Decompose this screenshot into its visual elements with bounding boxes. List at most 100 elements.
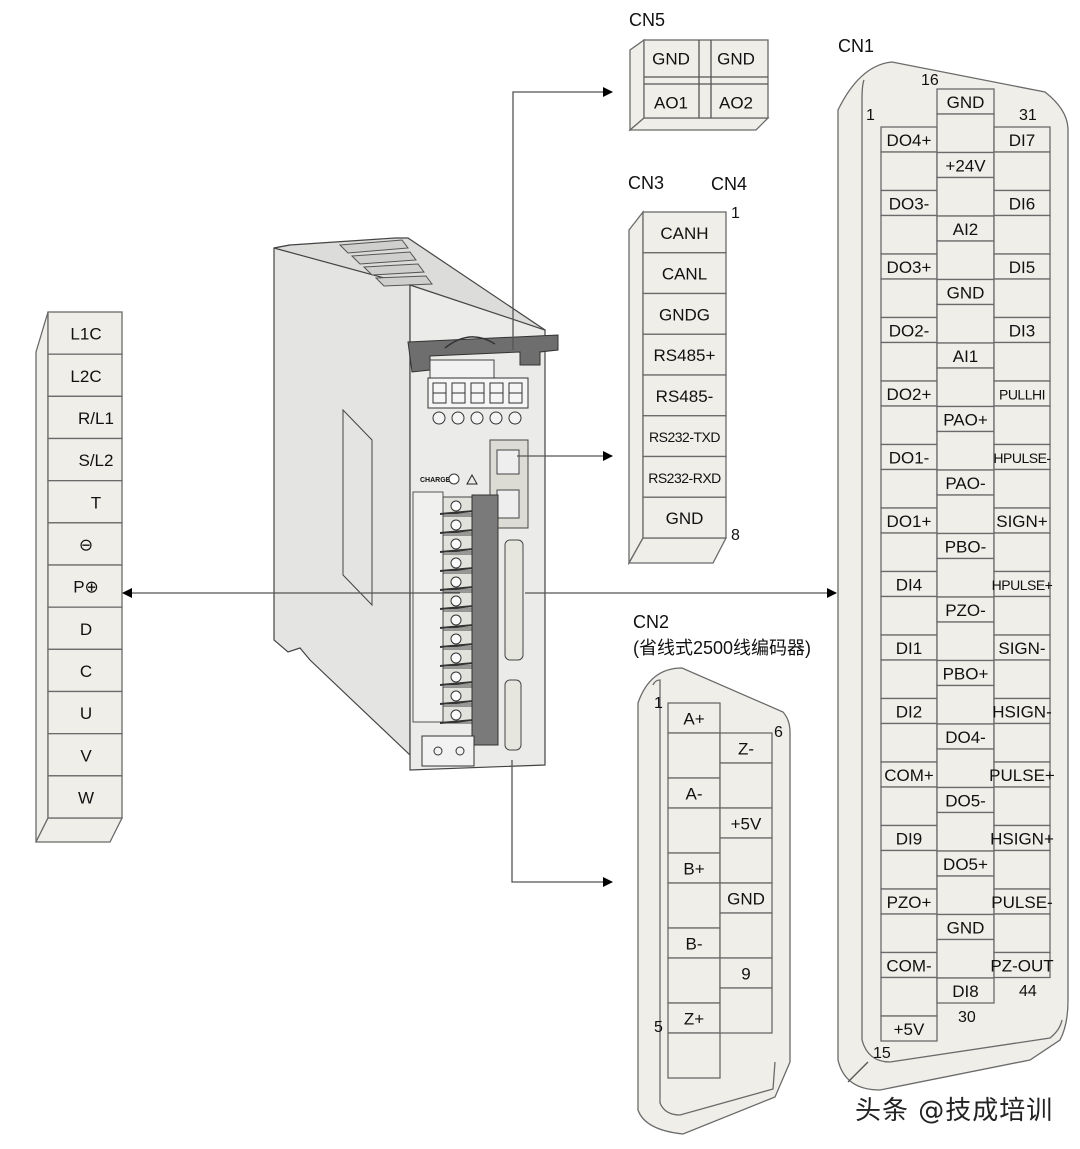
cn1-pin-gap [936,748,995,789]
cn1-pin-gap [880,214,938,255]
terminal-separator [439,586,475,591]
cn3-cn4-pin-label: RS485- [656,387,714,406]
cn1-pin-gap-box [880,532,938,573]
cn1-pin-label: DO4+ [887,131,932,150]
terminal-screw-icon [450,690,462,702]
cn4-title: CN4 [711,174,747,194]
cn1-pin: DO2- [880,316,938,344]
drive-panel-button[interactable] [508,411,522,425]
drive-panel-button[interactable] [451,411,465,425]
cn1-pin-gap [880,976,938,1017]
cn5-pin: GND [652,50,690,69]
drive-nameplate [429,359,495,379]
power-terminal-pin: S/L2 [47,437,123,482]
cn2-pin [667,882,721,929]
power-terminal-pin-label: D [80,620,92,639]
cn1-pin: PULSE- [991,888,1053,915]
drive-panel-button[interactable] [489,411,503,425]
cn3-cn4-pin: RS485+ [642,333,727,376]
cn1-pin-gap [993,341,1051,382]
drive-cn2-socket [504,679,522,751]
power-terminal-pin-box [47,775,123,819]
cn1-pin-gap [936,938,995,979]
cn1-pin: AI1 [936,342,995,369]
cn1-pin-gap [936,176,995,217]
cn1-pin: DO1+ [880,507,938,534]
cn3-title: CN3 [628,173,664,193]
cn1-pin-gap-box [880,913,938,954]
cn1-pin-label: DI5 [1009,258,1035,277]
cn5-pin: AO1 [654,94,688,113]
cn1-pin-label: PULLHI [999,387,1045,403]
cn1-pin-label: DO2- [889,322,930,341]
power-terminal-pin-label: C [80,662,92,681]
cn1-pin-label: PAO+ [943,411,988,430]
cn2-pin [719,987,773,1034]
cn1-pin: DO4+ [880,126,938,153]
power-terminal-pin-box [47,437,123,482]
terminal-screw-icon [450,500,462,512]
cn1-pin-box [993,951,1051,979]
cn1-pin-label: +5V [894,1020,925,1039]
cn1-pin-label: PZ-OUT [990,957,1053,976]
power-terminal-side [35,311,49,843]
cn1-pin-gap-box [936,938,995,979]
cn2-pin-label: Z+ [684,1010,704,1029]
terminal-separator [439,643,475,648]
cn1-pin: DO1- [880,443,938,471]
cn1-pin-gap [880,659,938,700]
cn2-pin: B+ [667,852,721,884]
power-terminal-pin: P⊕ [47,564,123,608]
cn2-pin [667,732,721,779]
cn1-shell-edge [847,1061,869,1083]
drive-panel-button[interactable] [470,411,484,425]
power-terminal-pin-label: R/L1 [78,409,114,428]
cn1-pin-gap-box [936,748,995,789]
cn2-pin-box [667,882,721,929]
cn1-pin-label: SIGN- [998,639,1045,658]
terminal-separator [439,548,475,553]
cn3-cn4-pin-label: RS232-TXD [649,429,720,445]
cn2-pin-box [667,807,721,854]
cn1-pin-box [993,253,1051,280]
cn1-pin: PBO+ [936,659,995,687]
cn2-pin-label: +5V [731,815,762,834]
cn1-pin-label: PULSE- [991,893,1052,912]
cn2-pin-label: B- [686,935,703,954]
drive-rj45-port [496,449,520,475]
drive-panel-button[interactable] [432,411,446,425]
cn1-pin-gap-box [880,849,938,890]
cn1-pin: PULLHI [993,380,1051,407]
cn1-pin: SIGN- [993,634,1051,661]
cn1-pin-gap [993,595,1051,636]
cn1-pin-label: HSIGN- [992,703,1052,722]
cn2-pin: Z+ [667,1002,721,1034]
cn2-pin-box [667,1002,721,1034]
cn1-pin-gap [936,684,995,725]
cn1-pin-gap-box [936,367,995,408]
drive-charge-label: CHARGE [420,477,451,484]
cn2-pin: +5V [719,807,773,839]
drive-display-digits [432,382,523,404]
cn2-pin-box [719,957,773,989]
terminal-separator [439,605,475,610]
cn1-pin-gap [936,113,995,154]
cn1-pin: DO5- [936,786,995,814]
cn1-pin-gap [880,722,938,763]
cn1-pin-gap [936,494,995,535]
cn3-cn4-pin-label: CANL [662,265,707,284]
cn1-pin: DO2+ [880,380,938,407]
cn3-cn4-pin-box [642,292,727,335]
cn1-pin-gap-box [993,532,1051,573]
ground-screw-icon [433,746,443,756]
cn1-pin-gap-box [993,214,1051,255]
cn1-pin-gap-box [936,557,995,598]
cn5-side [629,38,645,132]
cn3-cn4-pin-label: RS485+ [654,346,716,365]
cn1-connector: CN1 1 15 16 30 31 44 DO4+DO3-DO3+DO2-DO2… [837,36,1069,1091]
cn1-pin-label: DO1+ [887,512,932,531]
power-terminal-pin: D [47,606,123,650]
cn1-pin-gap [993,405,1051,446]
cn2-pin-label: A- [686,785,703,804]
cn3-cn4-pin-box [642,374,727,417]
